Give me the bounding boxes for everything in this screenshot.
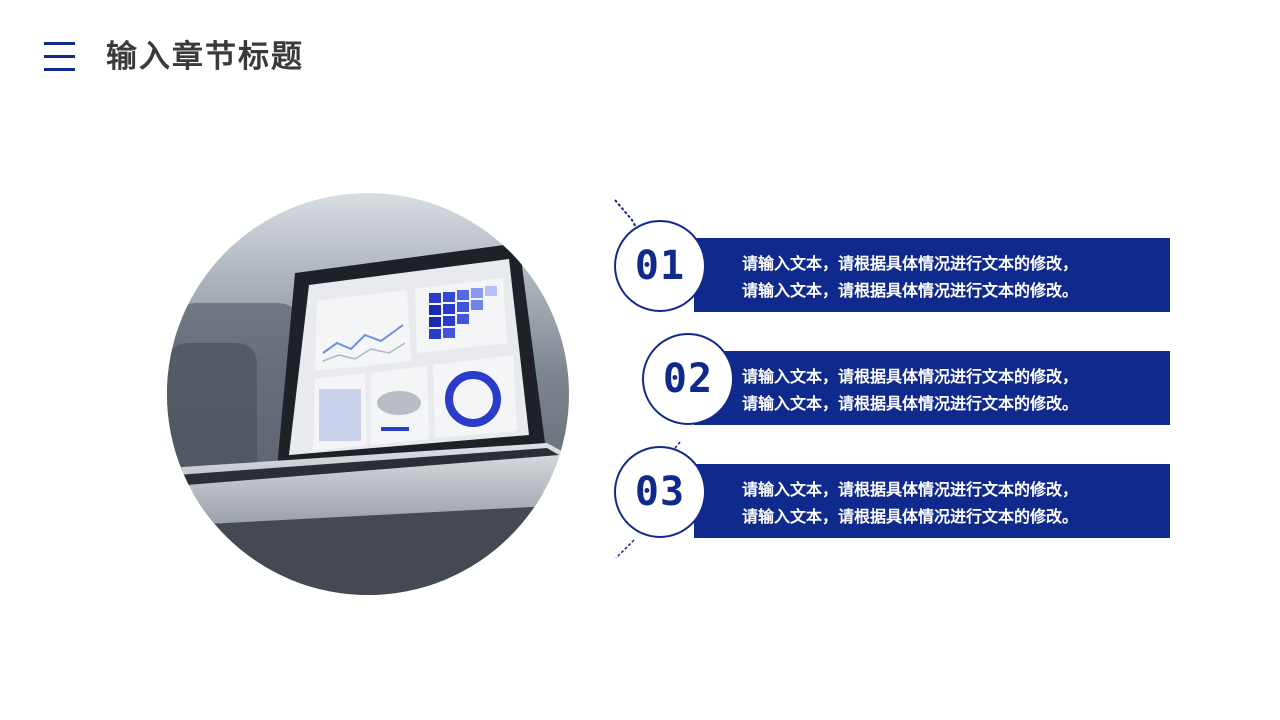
item-text-line-2: 请输入文本，请根据具体情况进行文本的修改。 <box>742 281 1079 300</box>
number-badge: 01 <box>614 220 706 312</box>
item-text-line-2: 请输入文本，请根据具体情况进行文本的修改。 <box>742 394 1079 413</box>
item-text: 请输入文本，请根据具体情况进行文本的修改， 请输入文本，请根据具体情况进行文本的… <box>742 250 1162 304</box>
item-bar <box>694 238 1170 312</box>
item-text: 请输入文本，请根据具体情况进行文本的修改， 请输入文本，请根据具体情况进行文本的… <box>742 476 1162 530</box>
item-bar <box>694 351 1170 425</box>
item-text-line-1: 请输入文本，请根据具体情况进行文本的修改， <box>742 254 1079 273</box>
item-number: 03 <box>634 469 686 515</box>
item-text-line-2: 请输入文本，请根据具体情况进行文本的修改。 <box>742 507 1079 526</box>
number-badge: 02 <box>642 333 734 425</box>
list-item-1: 01 请输入文本，请根据具体情况进行文本的修改， 请输入文本，请根据具体情况进行… <box>614 218 1170 314</box>
number-badge: 03 <box>614 446 706 538</box>
item-text: 请输入文本，请根据具体情况进行文本的修改， 请输入文本，请根据具体情况进行文本的… <box>742 363 1162 417</box>
laptop-photo <box>167 193 569 595</box>
page-title: 输入章节标题 <box>106 39 304 75</box>
menu-icon[interactable] <box>44 42 75 72</box>
list-item-3: 03 请输入文本，请根据具体情况进行文本的修改， 请输入文本，请根据具体情况进行… <box>614 444 1170 540</box>
item-bar <box>694 464 1170 538</box>
item-text-line-1: 请输入文本，请根据具体情况进行文本的修改， <box>742 367 1079 386</box>
list-item-2: 02 请输入文本，请根据具体情况进行文本的修改， 请输入文本，请根据具体情况进行… <box>614 331 1170 427</box>
item-number: 02 <box>662 356 714 402</box>
item-text-line-1: 请输入文本，请根据具体情况进行文本的修改， <box>742 480 1079 499</box>
item-number: 01 <box>634 243 686 289</box>
